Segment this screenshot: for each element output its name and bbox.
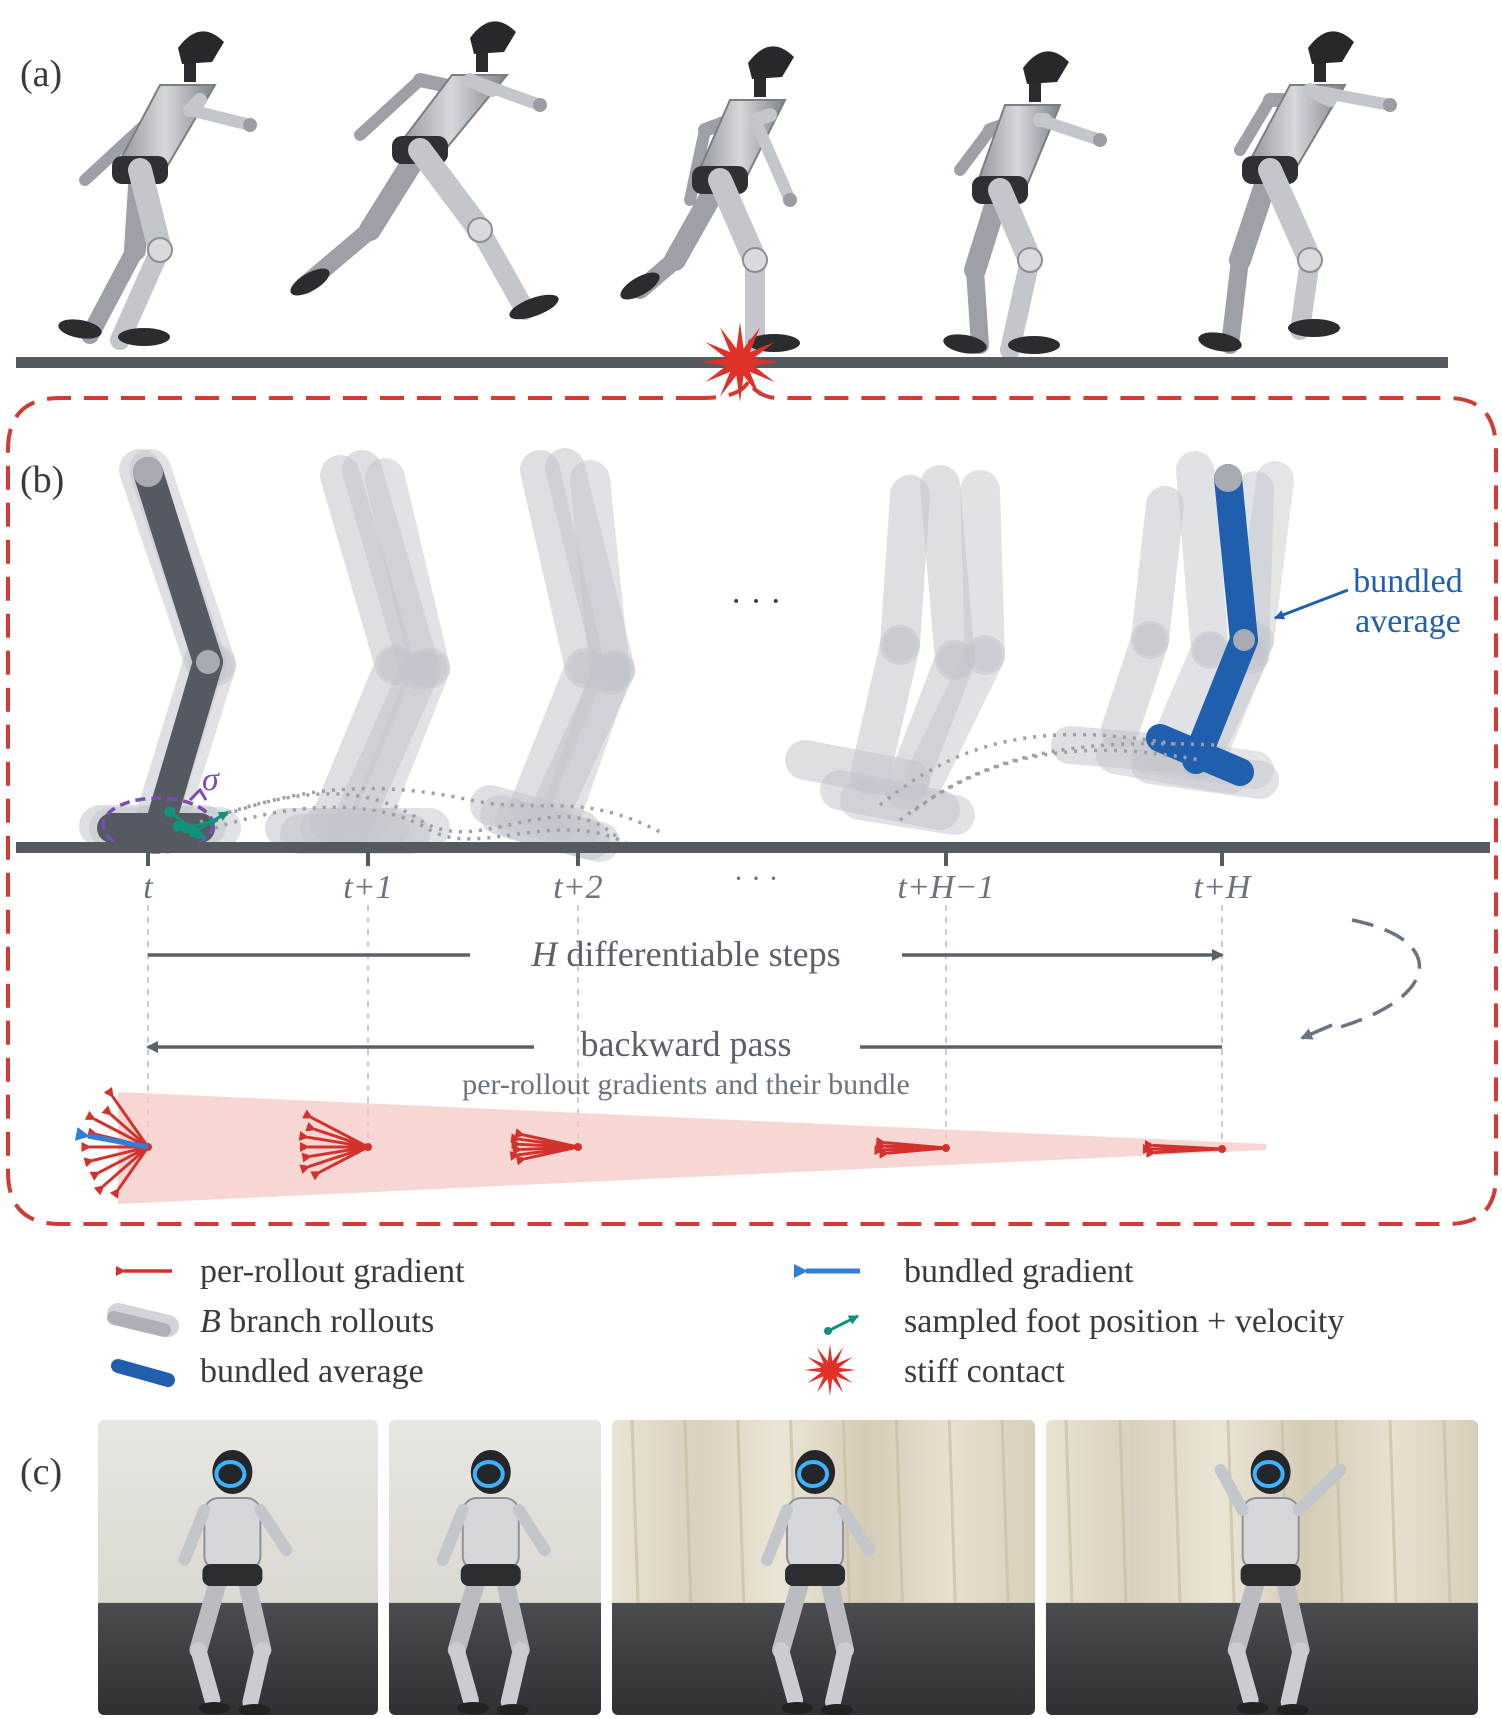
gradient-fan <box>1143 1139 1226 1158</box>
leg-group-tH <box>1051 451 1294 799</box>
robot-figure <box>290 21 559 320</box>
tick-label: t+H <box>1194 869 1253 906</box>
leg-rollouts <box>79 448 1294 862</box>
forward-label-rest: differentiable steps <box>557 934 840 974</box>
robot-figure <box>943 51 1107 360</box>
stiff-contact-star <box>700 322 780 402</box>
sigma-bracket <box>188 787 208 802</box>
robot-figure <box>1198 31 1397 354</box>
legend-teal-arrow <box>827 1314 859 1333</box>
tick-mark <box>146 852 150 866</box>
legend-star-icon <box>804 1344 856 1396</box>
photo-frame <box>1046 1420 1478 1715</box>
gradient-fan <box>874 1136 950 1159</box>
per-rollout-gradient-arrow <box>109 1146 150 1199</box>
tick-mark <box>944 852 948 866</box>
legend-per-rollout: per-rollout gradient <box>200 1253 465 1290</box>
legend-branch-rest: branch rollouts <box>221 1303 434 1340</box>
per-rollout-gradient-arrow <box>89 1145 149 1181</box>
tick-mark <box>366 852 370 866</box>
per-rollout-gradient-arrow <box>1144 1139 1223 1151</box>
tick-mark <box>576 852 580 866</box>
per-rollout-gradient-arrow <box>84 1110 149 1149</box>
panel-label-a: (a) <box>20 53 62 95</box>
bundled-average-pointer <box>1274 588 1349 620</box>
gradient-fan <box>298 1109 372 1181</box>
robot-sequence <box>58 21 1397 360</box>
dashed-frame <box>6 380 1498 1226</box>
leg-group-t2 <box>470 448 635 862</box>
gradient-fan <box>509 1128 582 1166</box>
bundled-gradient-arrow <box>74 1126 149 1150</box>
leg-group-t1 <box>265 450 450 854</box>
legend-sampled-foot: sampled foot position + velocity <box>904 1303 1344 1340</box>
backward-sublabel: per-rollout gradients and their bundle <box>462 1068 910 1101</box>
foot-samples <box>164 806 229 840</box>
legend-branch-swatch <box>107 1303 179 1337</box>
sigma-label: σ <box>202 761 220 798</box>
photo-frame <box>98 1420 378 1715</box>
legend-bundled-avg: bundled average <box>200 1353 424 1390</box>
per-rollout-gradient-arrow <box>514 1128 579 1149</box>
legend-bundled-grad: bundled gradient <box>904 1253 1134 1290</box>
backward-label: backward pass <box>581 1024 792 1064</box>
gradient-cone <box>118 1092 1266 1204</box>
forward-label-H: H <box>530 934 559 974</box>
tick-label: t+1 <box>343 869 392 906</box>
ellipsis-top: · · · <box>731 583 782 620</box>
per-rollout-gradient-arrow <box>83 1145 149 1168</box>
robot-figure <box>620 46 800 355</box>
tick-label: t+H−1 <box>898 869 995 906</box>
tick-label: t+2 <box>553 869 602 906</box>
bundled-average-label-2: average <box>1355 603 1461 640</box>
forward-label: H differentiable steps <box>530 934 840 974</box>
time-ticks: t t+1 t+2 t+H−1 t+H <box>143 852 1253 906</box>
legend: per-rollout gradient B branch rollouts b… <box>107 1253 1344 1396</box>
loop-curve-arrow <box>1300 1023 1333 1040</box>
per-rollout-gradient-arrow <box>101 1105 149 1149</box>
per-rollout-gradient-arrow <box>93 1145 149 1196</box>
per-rollout-gradient-arrow <box>301 1145 369 1163</box>
ellipsis-ticks: · · · <box>734 862 779 895</box>
per-rollout-gradient-arrow <box>103 1086 150 1148</box>
legend-branch: B branch rollouts <box>200 1303 434 1340</box>
per-rollout-gradient-arrow <box>299 1145 369 1174</box>
ground-line-b <box>16 842 1490 853</box>
photo-frame <box>612 1420 1035 1715</box>
legend-stiff-contact: stiff contact <box>904 1353 1065 1390</box>
robot-figure <box>58 31 257 350</box>
panel-label-c: (c) <box>20 1451 62 1493</box>
gradient-fans <box>74 1086 1226 1199</box>
legend-teal-dot <box>824 1327 832 1335</box>
tick-label: t <box>143 869 154 906</box>
tick-mark <box>1220 852 1224 866</box>
loop-curve <box>1329 918 1422 1032</box>
photo-strip <box>98 1420 1478 1715</box>
photo-frame <box>389 1420 601 1715</box>
per-rollout-gradient-arrow <box>302 1109 369 1149</box>
per-rollout-gradient-arrow <box>298 1130 369 1149</box>
panel-label-b: (b) <box>20 459 64 501</box>
legend-blue-swatch <box>111 1359 175 1387</box>
legend-branch-B: B <box>200 1303 221 1340</box>
bundled-average-label-1: bundled <box>1353 563 1463 600</box>
per-rollout-gradient-arrow <box>875 1136 947 1150</box>
foot-trajectories <box>199 732 1216 854</box>
leg-group-tH1 <box>785 465 1005 835</box>
